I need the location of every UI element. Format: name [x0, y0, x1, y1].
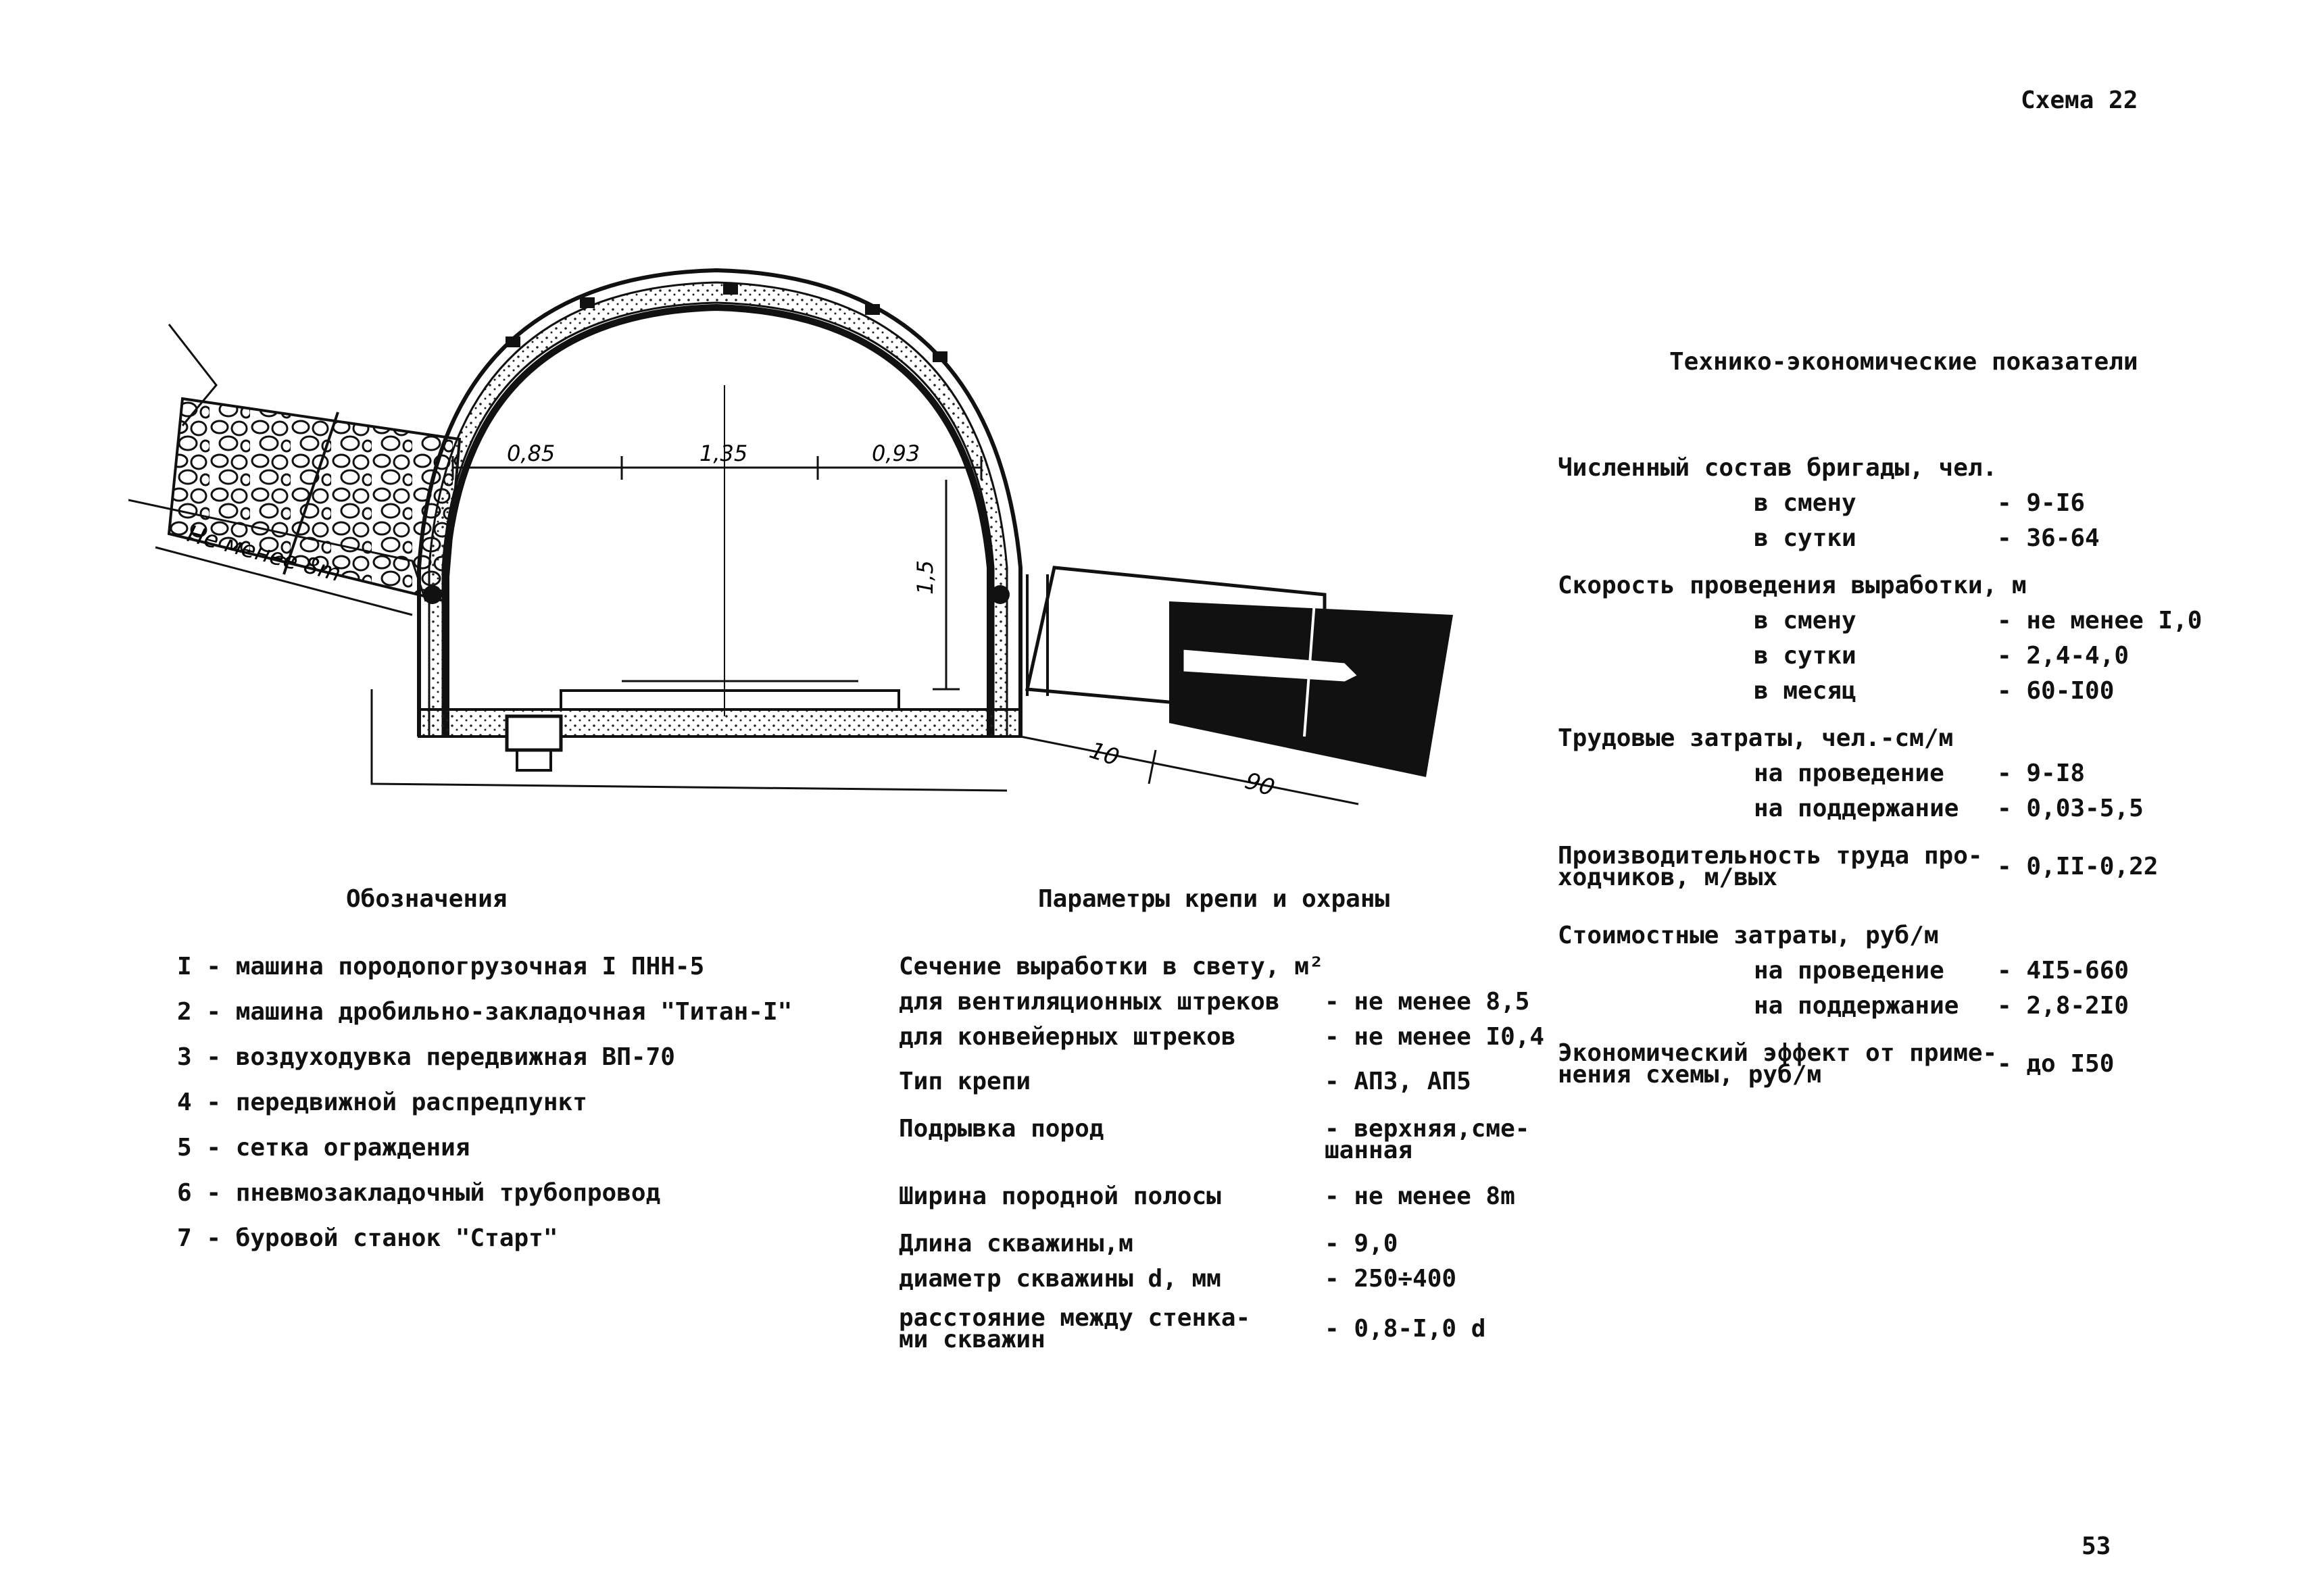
indicator-group-label: Трудовые затраты, чел.-см/м — [1558, 724, 1954, 752]
param-value: - не менее I0,4 — [1325, 1023, 1545, 1051]
indicators-table: Численный состав бригады, чел. в смену - 9… — [1558, 454, 2234, 1103]
indicator-value: - 9-I8 — [1997, 759, 2086, 787]
params-table: Сечение выработки в свету, м² для вентил… — [899, 953, 1575, 1358]
param-value: - 0,8-I,0 d — [1325, 1315, 1486, 1343]
indicator-group-label: Скорость проведения выработки, м — [1558, 572, 2027, 599]
indicators-title: Технико-экономические показатели — [1669, 348, 2138, 376]
legend-item: 6 - пневмозакладочный трубопровод — [177, 1179, 661, 1207]
legend-item: 7 - буровой станок "Старт" — [177, 1224, 558, 1252]
param-label: диаметр скважины d, мм — [899, 1265, 1221, 1293]
indicator-row-label: в месяц — [1754, 677, 1856, 705]
indicator-group-label: Численный состав бригады, чел. — [1558, 454, 1998, 482]
param-value: - 250÷400 — [1325, 1265, 1457, 1293]
param-label: Длина скважины,м — [899, 1230, 1133, 1257]
dim-top-right: 0,93 — [872, 441, 920, 466]
indicator-group-label-cont: ходчиков, м/вых — [1558, 864, 1778, 891]
page-number: 53 — [2082, 1532, 2111, 1560]
indicator-group-label: Производительность труда про- — [1558, 842, 1983, 870]
indicator-value: - 9-I6 — [1997, 489, 2086, 517]
arch-inner — [443, 303, 993, 737]
scheme-label: Схема 22 — [2021, 86, 2138, 114]
dim-bottom-1: 10 — [1086, 737, 1123, 772]
conveyor — [560, 689, 900, 711]
indicator-row-label: на проведение — [1754, 957, 1944, 984]
legend-item: I - машина породопогрузочная I ПНН-5 — [177, 953, 705, 980]
param-value: - АП3, АП5 — [1325, 1068, 1471, 1095]
legend-item: 4 - передвижной распредпункт — [177, 1089, 587, 1116]
param-value: - верхняя,сме- — [1325, 1115, 1530, 1143]
indicator-row-label: в смену — [1754, 607, 1856, 634]
param-label: Подрывка пород — [899, 1115, 1104, 1143]
indicator-group-label: Стоимостные затраты, руб/м — [1558, 922, 1939, 949]
param-label: Сечение выработки в свету, м² — [899, 953, 1324, 980]
bottom-dimension — [1020, 735, 1359, 805]
param-value: - не менее 8,5 — [1325, 988, 1530, 1016]
indicator-row-label: в сутки — [1754, 642, 1856, 670]
indicator-row-label: на проведение — [1754, 759, 1944, 787]
legend-item: 2 - машина дробильно-закладочная "Титан-… — [177, 998, 793, 1026]
height-dimension — [933, 480, 960, 691]
indicator-value: - до I50 — [1997, 1050, 2115, 1078]
indicator-value: - 60-I00 — [1997, 677, 2115, 705]
arch-concrete-band — [428, 281, 1008, 738]
indicator-value: - 4I5-660 — [1997, 957, 2130, 984]
dim-top-left: 0,85 — [507, 441, 555, 466]
param-label: Ширина породной полосы — [899, 1182, 1221, 1210]
dim-height: 1,5 — [912, 560, 938, 595]
indicator-value: - 0,II-0,22 — [1997, 853, 2159, 880]
indicator-value: - не менее I,0 — [1997, 607, 2202, 634]
indicator-value: - 2,4-4,0 — [1997, 642, 2130, 670]
legend-item: 3 - воздуходувка передвижная ВП-70 — [177, 1043, 675, 1071]
params-title: Параметры крепи и охраны — [1038, 885, 1390, 913]
param-value: - не менее 8m — [1325, 1182, 1515, 1210]
param-label: для вентиляционных штреков — [899, 988, 1280, 1016]
pipeline-box — [505, 714, 563, 752]
indicator-value: - 0,03-5,5 — [1997, 795, 2144, 822]
mine-cross-section-figure: 0,85 1,35 0,93 1,5 Не менее 8m 10 90 — [128, 268, 1453, 805]
legend-title: Обозначения — [346, 885, 508, 913]
dim-bottom-2: 90 — [1241, 768, 1278, 802]
indicator-value: - 36-64 — [1997, 524, 2100, 552]
param-label: для конвейерных штреков — [899, 1023, 1236, 1051]
legend-item: 5 - сетка ограждения — [177, 1134, 470, 1162]
param-label-cont: ми скважин — [899, 1326, 1045, 1353]
indicator-row-label: в смену — [1754, 489, 1856, 517]
indicator-group-label: Экономический эффект от приме- — [1558, 1039, 1998, 1067]
dim-top-mid: 1,35 — [699, 441, 747, 466]
indicator-row-label: в сутки — [1754, 524, 1856, 552]
indicator-row-label: на поддержание — [1754, 795, 1959, 822]
param-value-cont: шанная — [1325, 1137, 1413, 1164]
indicator-group-label-cont: нения схемы, руб/м — [1558, 1061, 1822, 1089]
arch-outer — [417, 268, 1023, 737]
borehole-zone — [1025, 566, 1453, 777]
indicator-row-label: на поддержание — [1754, 992, 1959, 1020]
param-label: расстояние между стенка- — [899, 1304, 1251, 1332]
param-label: Тип крепи — [899, 1068, 1031, 1095]
indicator-value: - 2,8-2I0 — [1997, 992, 2130, 1020]
top-dimension — [451, 456, 983, 480]
param-value: - 9,0 — [1325, 1230, 1398, 1257]
arch-clamps — [423, 284, 1010, 604]
